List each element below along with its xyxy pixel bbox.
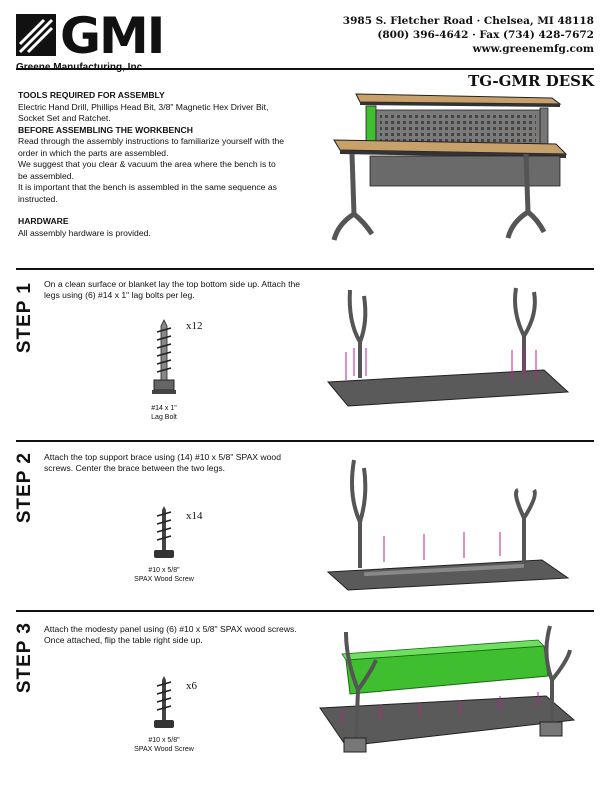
hardware-text: All assembly hardware is provided. bbox=[18, 227, 151, 238]
step-1-divider bbox=[16, 268, 594, 270]
company-name: Greene Manufacturing, Inc. bbox=[16, 62, 145, 73]
spax-screw-icon bbox=[154, 506, 174, 558]
step-1-caption-type: Lag Bolt bbox=[151, 414, 177, 421]
before-heading: BEFORE ASSEMBLING THE WORKBENCH bbox=[18, 124, 193, 135]
step-3-count: x6 bbox=[186, 680, 197, 692]
step-3-divider bbox=[16, 610, 594, 612]
step-1-text: On a clean surface or blanket lay the to… bbox=[44, 279, 301, 300]
product-title: TG-GMR DESK bbox=[468, 72, 594, 90]
step-3-caption-size: #10 x 5/8" bbox=[148, 737, 180, 744]
step-3-label: STEP 3 bbox=[14, 622, 35, 694]
website-link[interactable]: www.greenemfg.com bbox=[472, 43, 594, 55]
before-text-1: Read through the assembly instructions t… bbox=[18, 136, 285, 158]
address: 3985 S. Fletcher Road · Chelsea, MI 4811… bbox=[342, 15, 594, 27]
step-3-text: Attach the modesty panel using (6) #10 x… bbox=[44, 624, 297, 645]
lag-bolt-icon bbox=[152, 319, 176, 394]
step-2-caption-size: #10 x 5/8" bbox=[148, 567, 180, 574]
phone-fax: (800) 396-4642 · Fax (734) 428-7672 bbox=[377, 29, 594, 41]
step-3-illustration bbox=[319, 625, 576, 753]
step-1-caption-size: #14 x 1" bbox=[151, 405, 177, 412]
step-2-divider bbox=[16, 440, 594, 442]
step-2-caption-type: SPAX Wood Screw bbox=[134, 576, 194, 583]
step-1-caption: #14 x 1" Lag Bolt bbox=[124, 404, 204, 422]
step-2-caption: #10 x 5/8" SPAX Wood Screw bbox=[124, 566, 204, 584]
tools-heading: TOOLS REQUIRED FOR ASSEMBLY bbox=[18, 90, 165, 100]
contact-block: 3985 S. Fletcher Road · Chelsea, MI 4811… bbox=[343, 14, 594, 56]
step-1-label: STEP 1 bbox=[14, 282, 35, 354]
step-1-illustration bbox=[326, 287, 570, 407]
before-text-3: It is important that the bench is assemb… bbox=[18, 182, 277, 204]
hardware-heading: HARDWARE bbox=[18, 216, 69, 226]
tools-text: Electric Hand Drill, Phillips Head Bit, … bbox=[18, 101, 269, 124]
header-divider bbox=[16, 68, 594, 70]
step-3-caption-type: SPAX Wood Screw bbox=[134, 746, 194, 753]
step-1-count: x12 bbox=[186, 320, 203, 332]
step-3-caption: #10 x 5/8" SPAX Wood Screw bbox=[124, 736, 204, 754]
logo-wordmark: GMI bbox=[60, 7, 165, 65]
spax-screw-icon bbox=[154, 676, 174, 728]
step-2-count: x14 bbox=[186, 510, 203, 522]
step-2-label: STEP 2 bbox=[14, 452, 35, 524]
company-logo: GMI Greene Manufacturing, Inc. bbox=[16, 8, 186, 73]
intro-section: TOOLS REQUIRED FOR ASSEMBLY Electric Han… bbox=[18, 90, 286, 239]
step-2-illustration bbox=[326, 459, 570, 591]
before-text-2: We suggest that you clear & vacuum the a… bbox=[18, 159, 276, 181]
logo-stripes-icon bbox=[16, 14, 56, 56]
step-2-text: Attach the top support brace using (14) … bbox=[44, 452, 281, 473]
desk-illustration bbox=[331, 93, 568, 241]
